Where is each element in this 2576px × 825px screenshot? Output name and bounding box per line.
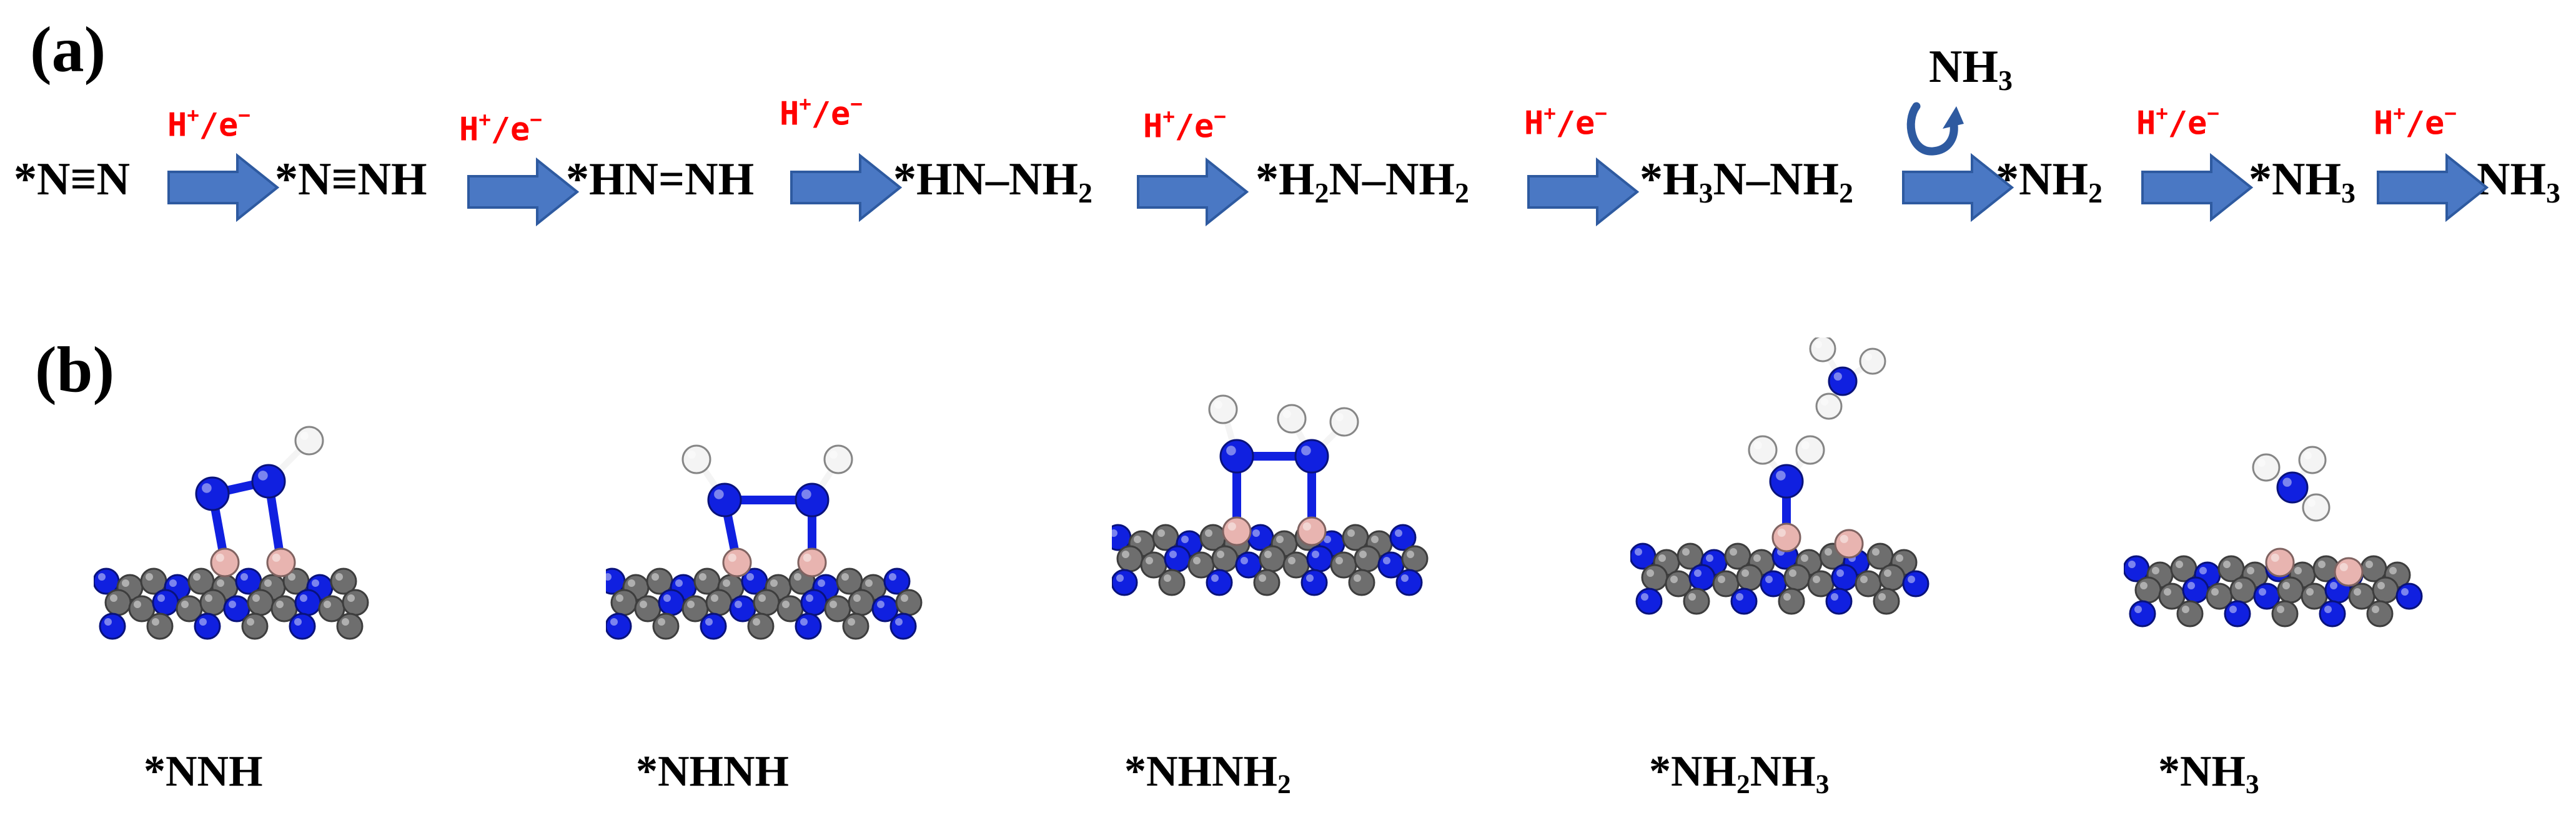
reaction-arrow-icon [2141,153,2254,222]
reaction-arrow-icon [2377,153,2489,222]
caption-nhnh: *NHNH [636,748,789,796]
species-h3nnh2: *H3N–NH2 [1640,154,1853,209]
species-hnnh: *HN=NH [566,154,755,205]
step-label-proton-electron: H+/e− [2136,101,2219,142]
curved-release-arrow-icon [1906,102,1964,156]
reaction-arrow-icon [790,153,903,222]
species-nh2: *NH2 [1996,154,2103,209]
step-label-proton-electron: H+/e− [1143,104,1226,146]
reaction-arrow-icon [1902,153,2014,222]
step-label-proton-electron: H+/e− [2374,101,2457,142]
species-hnnh2: *HN–NH2 [893,154,1092,209]
reaction-arrow-icon [1527,158,1640,226]
panel-label-a: (a) [30,14,106,86]
panel-label-b: (b) [35,334,115,406]
structure-model-nh2nh3 [1630,338,1930,615]
caption-nhnh2: *NHNH2 [1124,748,1291,800]
species-h2nnh2: *H2N–NH2 [1256,154,1469,209]
step-label-proton-electron: H+/e− [780,92,863,133]
reaction-arrow-icon [1137,158,1249,226]
step-label-proton-electron: H+/e− [1524,101,1607,142]
step-label-proton-electron: H+/e− [167,103,250,144]
species-nh3-free: NH3 [2477,154,2560,209]
species-nnh: *N≡NH [275,154,427,205]
caption-nh3: *NH3 [2158,748,2259,800]
reaction-arrow-icon [467,158,580,226]
structure-model-nnh [94,426,369,640]
structure-model-nh3 [2124,446,2423,628]
species-nh3-ads: *NH3 [2249,154,2356,209]
structure-model-nhnh [606,444,923,640]
released-nh3: NH3 [1929,41,2013,96]
step-label-proton-electron: H+/e− [459,108,542,149]
species-n2: *N≡N [14,154,131,205]
caption-nnh: *NNH [144,748,263,796]
reaction-arrow-icon [167,153,280,222]
structure-model-nhnh2 [1112,394,1429,596]
caption-nh2nh3: *NH2NH3 [1649,748,1830,800]
